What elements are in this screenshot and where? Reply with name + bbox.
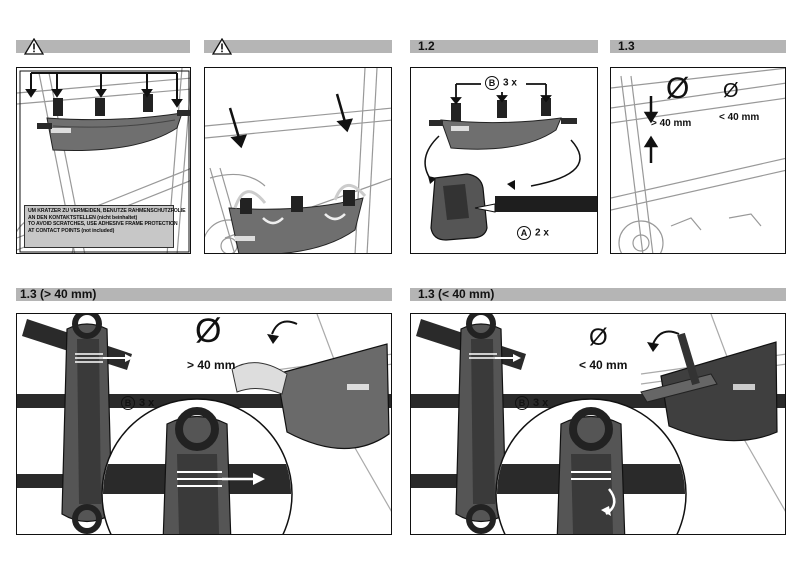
diameter-icon-small: Ø	[723, 80, 739, 102]
label-less-40mm: < 40 mm	[719, 112, 760, 123]
strap-large-tube-illustration	[17, 314, 391, 534]
diameter-icon: Ø	[589, 324, 608, 351]
warning-header-1	[16, 38, 190, 55]
callout-b-badge: B	[485, 76, 499, 90]
logo-icon	[235, 236, 255, 241]
strap-small-tube-illustration	[411, 314, 785, 534]
warning-triangle-icon	[24, 38, 44, 55]
bag-and-clip-illustration	[424, 83, 597, 241]
strap-icon	[495, 196, 597, 212]
frame-tube-diameter-illustration	[611, 68, 785, 253]
diameter-icon: Ø	[195, 313, 222, 350]
panel-warning-placement: UM KRATZER ZU VERMEIDEN, BENUTZE RAHMENS…	[16, 67, 191, 254]
step-header-1-2: 1.2	[410, 40, 598, 53]
panel-warning-straps	[204, 67, 392, 254]
callout-a-badge: A	[517, 226, 531, 240]
callout-b-badge: B	[121, 396, 135, 410]
logo-icon	[733, 384, 755, 390]
step-header-1-3-large: 1.3 (> 40 mm)	[16, 288, 392, 301]
warning-triangle-icon	[212, 38, 232, 55]
callout-b-badge: B	[515, 396, 529, 410]
logo-icon	[51, 128, 71, 133]
bike-frame-illustration	[17, 68, 190, 253]
logo-icon	[451, 126, 469, 131]
diameter-label: > 40 mm	[187, 358, 236, 372]
step-header-1-3: 1.3	[610, 40, 786, 53]
logo-icon	[347, 384, 369, 390]
panel-step-1-3: Ø Ø > 40 mm < 40 mm	[610, 67, 786, 254]
warning-header-2	[204, 38, 392, 55]
label-greater-40mm: > 40 mm	[651, 118, 692, 129]
diameter-label: < 40 mm	[579, 358, 628, 372]
bike-bag-illustration	[205, 68, 391, 253]
diameter-icon-large: Ø	[666, 72, 690, 105]
step-header-1-3-small: 1.3 (< 40 mm)	[410, 288, 786, 301]
frame-protection-note: UM KRATZER ZU VERMEIDEN, BENUTZE RAHMENS…	[24, 205, 186, 248]
